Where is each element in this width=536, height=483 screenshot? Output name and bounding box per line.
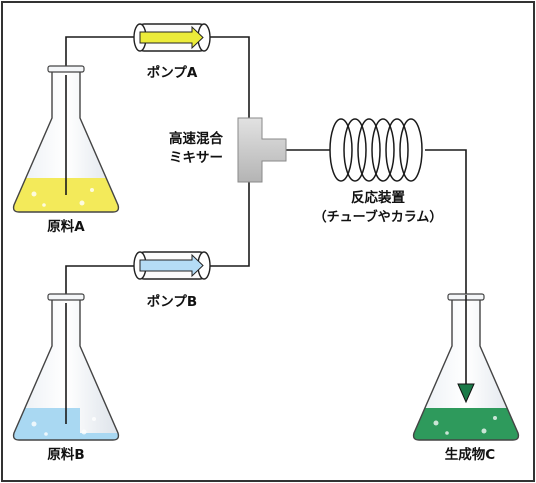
pump-b-arrow-icon <box>139 253 204 278</box>
pump-a <box>133 23 211 52</box>
tube-pump-a-to-mixer <box>205 36 250 120</box>
mixer-label-line2: ミキサー <box>169 150 223 166</box>
liquid-c <box>413 408 519 440</box>
pump-b <box>133 251 211 280</box>
reactor-label-line2: （チューブやカラム） <box>314 209 443 225</box>
reactor-label-line1: 反応装置 <box>351 189 405 206</box>
flask-b <box>12 293 120 441</box>
product-c-label: 生成物C <box>445 446 495 463</box>
coil-tube-icon <box>329 118 423 182</box>
pump-a-arrow-icon <box>139 25 204 50</box>
t-mixer-icon <box>237 117 287 183</box>
tube-pump-b-to-mixer <box>205 176 250 267</box>
pump-a-label: ポンプA <box>147 64 198 81</box>
flask-a <box>12 65 120 213</box>
pump-b-label: ポンプB <box>147 293 197 310</box>
mixer-label-line1: 高速混合 <box>169 130 223 147</box>
material-b-label: 原料B <box>47 446 84 463</box>
material-a-label: 原料A <box>47 218 85 235</box>
